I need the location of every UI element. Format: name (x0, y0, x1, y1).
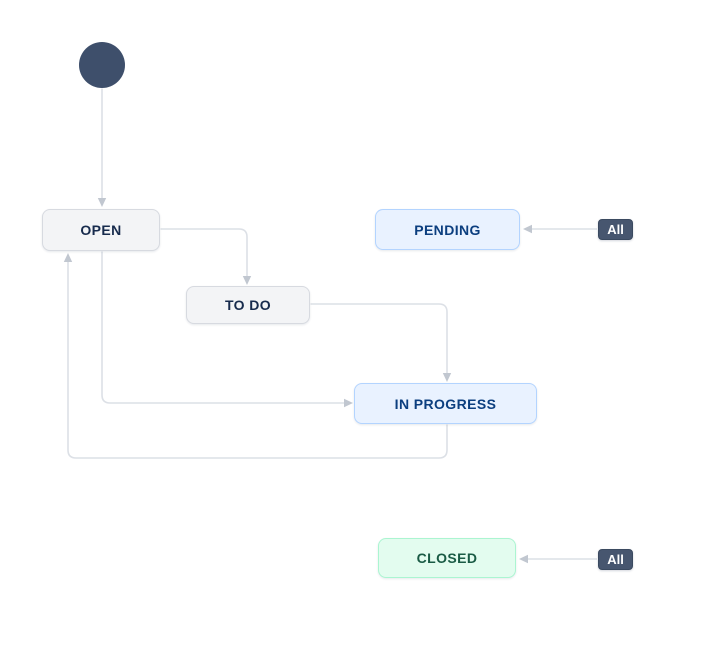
transition-inprogress-to-open[interactable] (63, 253, 448, 459)
all-badge-label: All (607, 552, 624, 567)
all-transitions-badge-pending[interactable]: All (598, 219, 633, 240)
status-node-in-progress[interactable]: IN PROGRESS (354, 383, 537, 424)
status-label-pending: PENDING (414, 221, 481, 238)
status-node-closed[interactable]: CLOSED (378, 538, 516, 578)
status-label-todo: TO DO (224, 297, 272, 313)
status-label-in-progress: IN PROGRESS (394, 395, 497, 412)
status-label-open: OPEN (80, 222, 122, 238)
transition-todo-to-inprogress[interactable] (310, 303, 452, 382)
all-transitions-badge-closed[interactable]: All (598, 549, 633, 570)
status-node-pending[interactable]: PENDING (375, 209, 520, 250)
transition-open-to-inprogress[interactable] (101, 251, 353, 408)
start-node[interactable] (79, 42, 125, 88)
transition-open-to-todo[interactable] (160, 228, 252, 285)
status-label-closed: CLOSED (416, 550, 478, 566)
status-node-open[interactable]: OPEN (42, 209, 160, 251)
all-badge-label: All (607, 222, 624, 237)
status-node-todo[interactable]: TO DO (186, 286, 310, 324)
